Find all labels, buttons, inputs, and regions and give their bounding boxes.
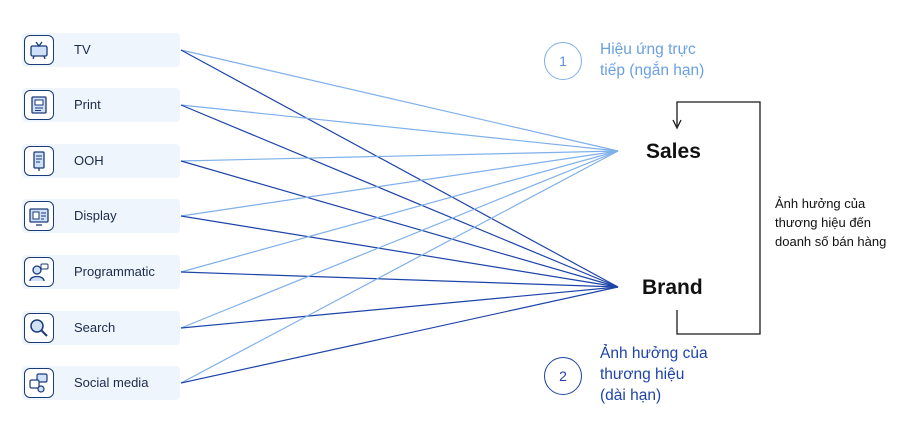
channel-label: TV — [74, 42, 91, 57]
brand-to-sales-loop-arrow — [676, 101, 761, 335]
connector-display-to-brand — [180, 215, 619, 288]
channel-ooh: OOH — [22, 144, 180, 178]
note-line: (dài hạn) — [600, 387, 662, 404]
note-line: doanh số bán hàng — [775, 234, 887, 249]
connector-search-to-brand — [180, 286, 619, 329]
connector-search-to-sales — [180, 150, 619, 329]
channel-print: Print — [22, 88, 180, 122]
connector-tv-to-brand — [180, 49, 619, 288]
channel-label: Print — [74, 97, 101, 112]
connector-print-to-sales — [180, 104, 619, 152]
long-term-effect-note: Ảnh hưởng của thương hiệu (dài hạn) — [600, 343, 750, 406]
connector-billboard-to-brand — [180, 160, 619, 288]
sales-node: Sales — [646, 140, 701, 163]
channel-label: OOH — [74, 153, 104, 168]
note-line: Ảnh hưởng của — [775, 196, 866, 211]
channel-label: Display — [74, 208, 117, 223]
short-term-number-badge: 1 — [544, 42, 582, 80]
channel-display: Display — [22, 199, 180, 233]
connector-print-to-brand — [180, 104, 619, 288]
tv-icon — [24, 35, 54, 65]
channel-search: Search — [22, 311, 180, 345]
connector-social-media-to-brand — [180, 286, 619, 384]
programmatic-icon — [24, 257, 54, 287]
channel-programmatic: Programmatic — [22, 255, 180, 289]
connector-programmatic-to-brand — [180, 271, 619, 288]
channel-social-media: Social media — [22, 366, 180, 400]
channel-label: Social media — [74, 375, 149, 390]
connector-billboard-to-sales — [180, 150, 619, 162]
search-icon — [24, 313, 54, 343]
connector-social-media-to-sales — [180, 150, 619, 384]
brand-node: Brand — [642, 276, 703, 299]
note-line: Hiệu ứng trực — [600, 41, 696, 58]
loop-arrowhead — [672, 119, 682, 130]
connector-lines — [180, 49, 619, 384]
connector-programmatic-to-sales — [180, 150, 619, 273]
note-line: tiếp (ngắn hạn) — [600, 62, 705, 79]
social-media-icon — [24, 368, 54, 398]
note-line: Ảnh hưởng của — [600, 345, 708, 362]
note-line: thương hiệu đến — [775, 215, 872, 230]
short-term-effect-note: Hiệu ứng trực tiếp (ngắn hạn) — [600, 39, 750, 81]
channel-label: Search — [74, 320, 116, 335]
billboard-icon — [24, 146, 54, 176]
print-icon — [24, 90, 54, 120]
connector-tv-to-sales — [180, 49, 619, 152]
connector-display-to-sales — [180, 150, 619, 217]
display-icon — [24, 201, 54, 231]
note-line: thương hiệu — [600, 366, 685, 383]
brand-to-sales-note: Ảnh hưởng của thương hiệu đến doanh số b… — [775, 194, 920, 251]
channel-tv: TV — [22, 33, 180, 67]
long-term-number-badge: 2 — [544, 357, 582, 395]
channel-label: Programmatic — [74, 264, 155, 279]
